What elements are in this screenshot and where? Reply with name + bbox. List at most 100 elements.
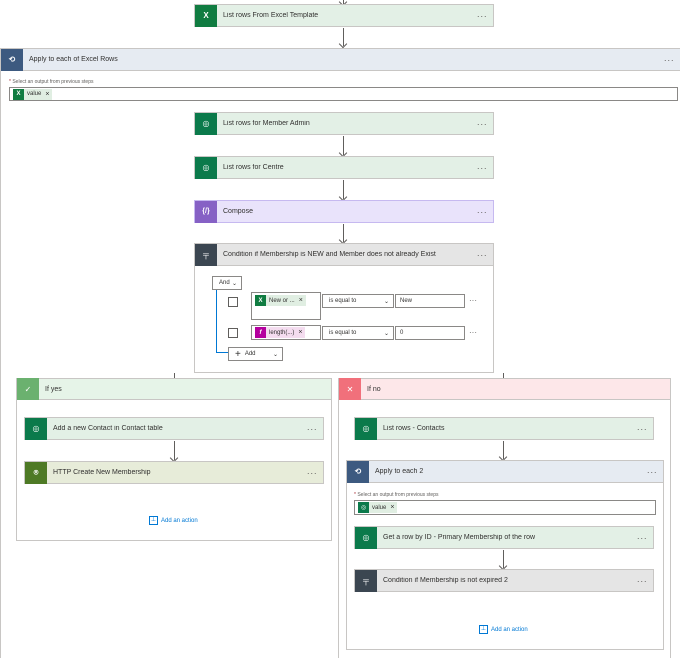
fx-icon: f <box>255 327 266 338</box>
excel-icon: X <box>13 88 24 100</box>
chevron-down-icon: ⌄ <box>231 280 237 287</box>
connector-arrow <box>343 136 344 155</box>
connector-arrow <box>503 441 504 459</box>
more-options-button[interactable]: ··· <box>663 54 675 65</box>
condition-value-input[interactable]: New <box>395 294 465 308</box>
excel-icon: X <box>255 295 266 306</box>
more-options-button[interactable]: ··· <box>306 423 318 434</box>
row-checkbox[interactable] <box>228 328 238 338</box>
list-contacts-card[interactable]: ◎ List rows - Contacts ··· <box>354 417 654 440</box>
more-options-button[interactable]: ··· <box>476 118 488 129</box>
expression-token: f length(...) × <box>255 327 306 338</box>
chevron-down-icon: ⌄ <box>383 298 389 305</box>
apply-each-2-input[interactable]: ◎ value × <box>354 500 656 515</box>
more-options-button[interactable]: ··· <box>476 162 488 173</box>
close-icon[interactable]: × <box>298 329 303 336</box>
chevron-down-icon: ⌄ <box>272 351 278 358</box>
close-icon[interactable]: × <box>298 297 303 304</box>
row-more-button[interactable]: ··· <box>469 296 477 305</box>
row-more-button[interactable]: ··· <box>469 328 477 337</box>
loop-icon: ⟲ <box>1 48 23 71</box>
value-token: X value × <box>13 88 53 100</box>
condition-icon: ╤ <box>355 569 377 592</box>
add-condition-button[interactable]: + Add ⌄ <box>228 347 283 361</box>
more-options-button[interactable]: ··· <box>636 532 648 543</box>
more-options-button[interactable]: ··· <box>476 249 488 260</box>
if-yes-title: If yes <box>45 385 62 393</box>
close-icon: ✕ <box>339 378 361 400</box>
more-options-button[interactable]: ··· <box>636 423 648 434</box>
card-title: List rows for Centre <box>223 164 284 171</box>
add-action-icon: ⊥ <box>479 625 488 634</box>
select-output-label: * Select an output from previous steps <box>354 492 439 498</box>
dataverse-icon: ◎ <box>355 526 377 549</box>
condition-left-field[interactable]: X New or ... × <box>251 292 321 320</box>
card-title: List rows for Member Admin <box>223 120 310 127</box>
close-icon[interactable]: × <box>45 90 50 98</box>
row-checkbox[interactable] <box>228 297 238 307</box>
condition-icon: ╤ <box>195 243 217 266</box>
apply-each-card[interactable]: ⟲ Apply to each of Excel Rows ··· <box>0 48 680 71</box>
group-operator-dropdown[interactable]: And⌄ <box>212 276 242 290</box>
connector-arrow <box>343 224 344 242</box>
value-token: ◎ value × <box>358 502 398 513</box>
card-title: HTTP Create New Membership <box>53 469 151 476</box>
condition-2-card[interactable]: ╤ Condition if Membership is not expired… <box>354 569 654 592</box>
close-icon[interactable]: × <box>390 504 395 511</box>
member-admin-card[interactable]: ◎ List rows for Member Admin ··· <box>194 112 494 135</box>
connector-arrow <box>503 550 504 568</box>
if-no-title: If no <box>367 385 381 393</box>
connector-arrow <box>343 0 344 4</box>
connector-arrow <box>343 28 344 46</box>
more-options-button[interactable]: ··· <box>476 10 488 21</box>
loop-icon: ⟲ <box>347 460 369 483</box>
operator-dropdown[interactable]: is equal to⌄ <box>322 294 394 308</box>
dataverse-icon: ◎ <box>195 156 217 179</box>
dataverse-icon: ◎ <box>25 417 47 440</box>
check-icon: ✓ <box>17 378 39 400</box>
card-title: Apply to each 2 <box>375 468 424 475</box>
chevron-down-icon: ⌄ <box>383 330 389 337</box>
more-options-button[interactable]: ··· <box>636 575 648 586</box>
compose-icon: {/} <box>195 200 217 223</box>
more-options-button[interactable]: ··· <box>306 467 318 478</box>
card-title: List rows From Excel Template <box>223 12 319 19</box>
get-row-card[interactable]: ◎ Get a row by ID - Primary Membership o… <box>354 526 654 549</box>
card-title: Condition if Membership is not expired 2 <box>383 577 508 584</box>
compose-card[interactable]: {/} Compose ··· <box>194 200 494 223</box>
excel-icon: X <box>195 4 217 27</box>
dataverse-icon: ◎ <box>195 112 217 135</box>
plus-icon: + <box>235 348 241 360</box>
add-action-button[interactable]: ⊥ Add an action <box>479 625 528 634</box>
branch-line <box>503 373 504 378</box>
more-options-button[interactable]: ··· <box>646 466 658 477</box>
select-output-label: * Select an output from previous steps <box>9 79 94 85</box>
group-bracket <box>216 290 217 352</box>
if-yes-header[interactable]: ✓ If yes <box>16 378 332 400</box>
http-create-card[interactable]: ⌾ HTTP Create New Membership ··· <box>24 461 324 484</box>
card-title: Compose <box>223 208 253 215</box>
connector-arrow <box>343 180 344 199</box>
centre-card[interactable]: ◎ List rows for Centre ··· <box>194 156 494 179</box>
condition-card[interactable]: ╤ Condition if Membership is NEW and Mem… <box>194 243 494 266</box>
add-contact-card[interactable]: ◎ Add a new Contact in Contact table ··· <box>24 417 324 440</box>
card-title: Condition if Membership is NEW and Membe… <box>223 251 436 258</box>
condition-left-field[interactable]: f length(...) × <box>251 325 321 340</box>
if-no-header[interactable]: ✕ If no <box>338 378 671 400</box>
add-action-icon: ⊥ <box>149 516 158 525</box>
card-title: Apply to each of Excel Rows <box>29 56 118 63</box>
dynamic-token: X New or ... × <box>255 295 306 306</box>
condition-value-input[interactable]: 0 <box>395 326 465 340</box>
http-icon: ⌾ <box>25 461 47 484</box>
card-title: Get a row by ID - Primary Membership of … <box>383 534 536 541</box>
apply-each-2-container <box>346 460 664 650</box>
add-action-button[interactable]: ⊥ Add an action <box>149 516 198 525</box>
connector-arrow <box>174 441 175 460</box>
list-excel-card[interactable]: X List rows From Excel Template ··· <box>194 4 494 27</box>
apply-each-input[interactable]: X value × <box>9 87 678 101</box>
group-bracket <box>216 352 228 353</box>
card-title: Add a new Contact in Contact table <box>53 425 163 432</box>
more-options-button[interactable]: ··· <box>476 206 488 217</box>
apply-each-2-card[interactable]: ⟲ Apply to each 2 ··· <box>346 460 664 483</box>
operator-dropdown[interactable]: is equal to⌄ <box>322 326 394 340</box>
